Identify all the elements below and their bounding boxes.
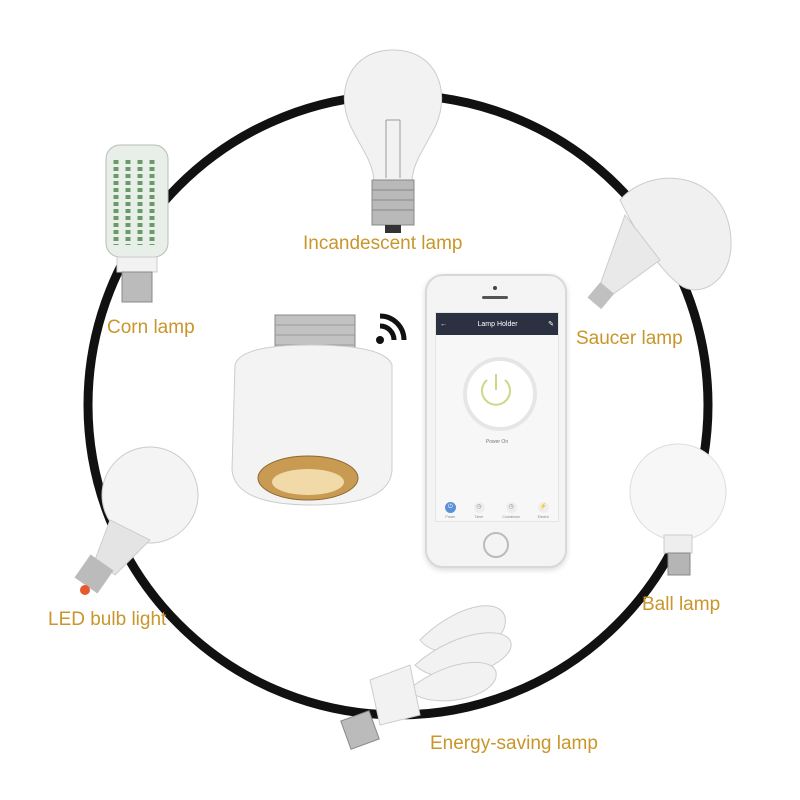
ball-lamp (629, 443, 727, 576)
camera (493, 286, 497, 290)
energy-saving-lamp (340, 605, 512, 750)
clock-icon: ◷ (473, 502, 485, 513)
app-header: ← Lamp Holder ✎ (436, 313, 558, 335)
wifi-icon (376, 313, 407, 344)
label-led: LED bulb light (48, 609, 167, 630)
tab-label: Electric (537, 515, 550, 519)
label-ball: Ball lamp (642, 594, 721, 615)
arrow-left-icon[interactable]: ← (440, 320, 447, 328)
pencil-icon[interactable]: ✎ (548, 321, 554, 328)
tab-electric[interactable]: ⚡ Electric (538, 502, 549, 519)
label-incandescent: Incandescent lamp (303, 233, 463, 254)
power-button[interactable] (463, 357, 537, 431)
tab-power[interactable]: ⏻ Power (444, 502, 456, 519)
tab-label: Timer (474, 515, 484, 519)
tab-label: Countdown (502, 515, 520, 519)
bolt-icon: ⚡ (537, 502, 549, 513)
countdown-icon: ◷ (505, 502, 517, 513)
corn-lamp (105, 144, 169, 303)
tab-timer[interactable]: ◷ Timer (473, 502, 485, 519)
power-status: Power On (485, 439, 509, 445)
incandescent-bulb (343, 49, 443, 233)
label-saucer: Saucer lamp (576, 328, 683, 349)
lamp-holder-socket (231, 314, 393, 506)
speaker (482, 296, 508, 299)
app-title: Lamp Holder (477, 320, 518, 328)
saucer-lamp (587, 177, 732, 310)
power-icon (481, 374, 511, 406)
label-corn: Corn lamp (107, 317, 195, 338)
label-energy: Energy-saving lamp (430, 733, 598, 754)
bottom-tabs: ⏻ Power ◷ Timer ◷ Countdown ⚡ Electric (436, 502, 558, 519)
tab-label: Power (445, 515, 456, 519)
tab-countdown[interactable]: ◷ Countdown (502, 502, 520, 519)
led-bulb (74, 446, 199, 595)
smartphone: ← Lamp Holder ✎ Power On ⏻ Power ◷ Timer ◷… (425, 274, 567, 568)
home-button[interactable] (483, 532, 509, 558)
power-icon: ⏻ (444, 502, 456, 513)
app-screen: ← Lamp Holder ✎ Power On ⏻ Power ◷ Timer ◷… (435, 312, 559, 522)
